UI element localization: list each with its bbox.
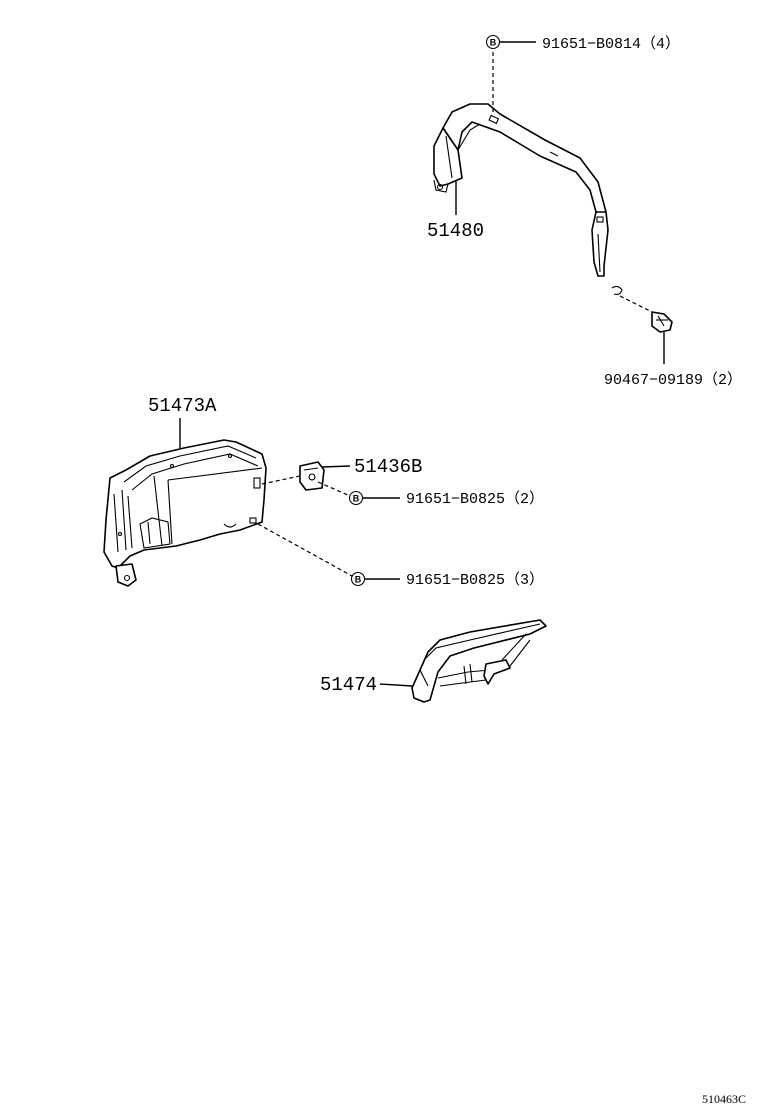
bolt-b-icon-top: B	[485, 34, 501, 50]
leader-51474	[379, 683, 413, 687]
leader-51436B	[321, 465, 351, 468]
part-51480-bracket	[433, 103, 609, 277]
label-90467-09189-2: 90467−09189（2）	[604, 371, 742, 389]
svg-text:B: B	[490, 38, 497, 48]
bolt-b-icon-low: B	[350, 571, 366, 587]
label-51480: 51480	[427, 220, 484, 242]
label-51436B: 51436B	[354, 456, 422, 478]
label-91651-B0814-4: 91651−B0814（4）	[542, 35, 680, 53]
part-51474-trim	[411, 619, 547, 703]
dash-cover-clip	[261, 475, 301, 485]
diagram-code: 510463C	[702, 1092, 746, 1106]
push-clip-icon	[651, 311, 673, 333]
svg-text:B: B	[355, 575, 362, 585]
bolt-b-icon-mid: B	[348, 490, 364, 506]
dash-cover-bolt-low	[257, 523, 353, 577]
svg-text:B: B	[353, 494, 360, 504]
clip-hole-bracket	[611, 285, 623, 296]
label-91651-B0825-3: 91651−B0825（3）	[406, 571, 544, 589]
label-91651-B0825-2: 91651−B0825（2）	[406, 490, 544, 508]
dash-clip-bolt	[317, 481, 351, 497]
label-51473A: 51473A	[148, 395, 217, 417]
label-51474: 51474	[320, 674, 377, 696]
part-51436B-clip	[299, 461, 325, 491]
part-51473A-cover	[103, 439, 267, 587]
dash-clip	[619, 295, 657, 315]
